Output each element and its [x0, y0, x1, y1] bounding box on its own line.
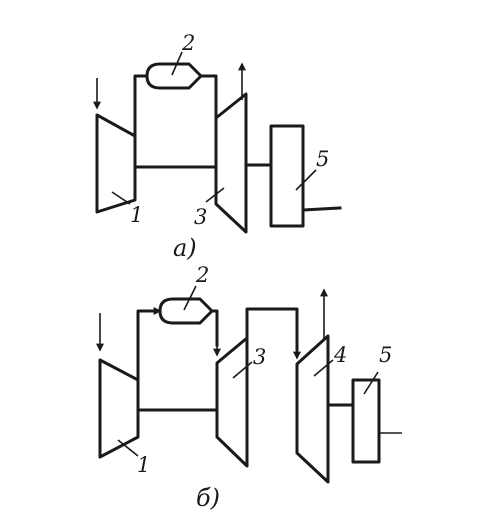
leader-5-a — [295, 169, 317, 191]
caption-b: б) — [196, 484, 220, 512]
compressor-to-combustor-line — [133, 74, 149, 138]
leader-1-a — [111, 191, 131, 205]
crossover-pipe — [245, 307, 299, 352]
generator-output-line — [301, 206, 342, 212]
generator-5-b — [351, 378, 381, 464]
scheme-b: 1 2 3 4 5 б) — [96, 263, 402, 512]
combustor-2 — [145, 62, 203, 90]
label-combustor-b: 2 — [195, 263, 209, 287]
leader-3-a — [205, 187, 225, 203]
turbine-3 — [214, 92, 248, 234]
leader-2-b — [183, 285, 197, 311]
turbine-lp-4 — [295, 334, 330, 484]
label-turbine-lp-b: 4 — [333, 343, 347, 367]
leader-1-b — [117, 439, 139, 457]
label-compressor-a: 1 — [130, 203, 143, 227]
label-combustor-a: 2 — [181, 31, 195, 55]
label-compressor-b: 1 — [137, 453, 150, 477]
leader-5-b — [363, 371, 379, 395]
label-generator-b: 5 — [379, 343, 392, 367]
combustor-2-b — [158, 297, 214, 325]
label-turbine-a: 3 — [194, 205, 207, 229]
label-turbine-hp-b: 3 — [253, 345, 266, 369]
leader-3-b — [232, 361, 253, 379]
generator-5 — [269, 124, 305, 228]
scheme-a: 1 2 3 5 а) — [93, 31, 342, 262]
label-generator-a: 5 — [316, 147, 329, 171]
leader-4-b — [313, 359, 334, 377]
compressor-to-combustor-line-b — [136, 309, 158, 382]
compressor-1-b — [98, 358, 140, 459]
caption-a: а) — [173, 234, 197, 262]
compressor-1 — [95, 113, 137, 214]
turbine-hp-3 — [215, 336, 249, 468]
leader-2-a — [171, 51, 183, 76]
combustor-to-turbine-line — [199, 74, 218, 120]
